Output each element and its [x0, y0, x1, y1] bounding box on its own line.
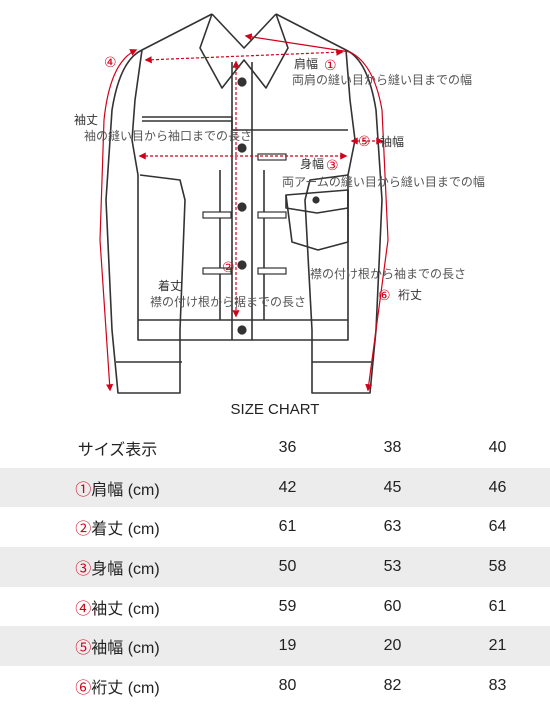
sleeve-width-marker: ⑤ — [358, 134, 371, 150]
table-cell: 50 — [235, 547, 340, 587]
table-row: ⑤袖幅 (cm) 19 20 21 — [0, 626, 550, 667]
sleeve-length-marker: ④ — [104, 55, 117, 71]
shoulder-title: 肩幅 — [294, 56, 318, 71]
yuki-desc: 襟の付け根から袖までの長さ — [310, 266, 466, 281]
table-cell: 20 — [340, 626, 445, 667]
table-row: ①肩幅 (cm) 42 45 46 — [0, 467, 550, 508]
measurement-lines — [99, 33, 389, 392]
chest-desc: 両アームの縫い目から縫い目までの幅 — [282, 174, 485, 189]
table-cell: 83 — [488, 676, 507, 694]
length-marker: ② — [222, 260, 235, 276]
sleeve-length-title: 袖丈 — [74, 112, 98, 127]
table-cell: 59 — [278, 597, 297, 615]
table-cell: 64 — [488, 518, 507, 536]
table-cell: 63 — [383, 518, 402, 536]
header-label: サイズ表示 — [77, 441, 158, 459]
size-chart-title: SIZE CHART — [230, 401, 320, 418]
sleeve-length-desc: 袖の縫い目から袖口までの長さ — [84, 128, 252, 143]
diagram-labels: 肩幅 ① 両肩の縫い目から縫い目までの幅 袖丈 ④ 袖の縫い目から袖口までの長さ… — [74, 55, 485, 309]
row-label: ②着丈 (cm) — [75, 521, 160, 539]
sleeve-width-title: 袖幅 — [380, 134, 404, 149]
jacket-measurement-diagram: 肩幅 ① 両肩の縫い目から縫い目までの幅 袖丈 ④ 袖の縫い目から袖口までの長さ… — [74, 13, 485, 394]
table-cell: 61 — [278, 518, 297, 536]
table-cell: 80 — [278, 676, 297, 694]
table-row: ②着丈 (cm) 61 63 64 — [0, 507, 550, 547]
header-size: 38 — [383, 438, 402, 456]
table-header-row: サイズ表示 36 38 40 — [0, 428, 550, 468]
table-row: ③身幅 (cm) 50 53 58 — [0, 547, 550, 587]
table-row: ⑥裄丈 (cm) 80 82 83 — [0, 666, 550, 706]
table-cell: 60 — [383, 597, 402, 615]
yuki-title: 裄丈 — [398, 288, 422, 302]
header-size: 36 — [278, 438, 297, 456]
chest-marker: ③ — [326, 158, 339, 174]
chest-title: 身幅 — [300, 156, 324, 171]
yuki-line — [244, 33, 389, 392]
table-cell: 53 — [340, 547, 445, 587]
table-cell: 19 — [235, 626, 340, 667]
table-cell: 58 — [445, 547, 550, 587]
row-label: ④袖丈 (cm) — [75, 600, 160, 618]
table-cell: 82 — [383, 676, 402, 694]
shoulder-marker: ① — [324, 58, 337, 74]
row-label: ⑤袖幅 (cm) — [0, 626, 235, 667]
yuki-marker: ⑥ — [378, 288, 391, 304]
table-cell: 42 — [235, 467, 340, 508]
table-cell: 21 — [445, 626, 550, 667]
table-cell: 61 — [488, 597, 507, 615]
shoulder-desc: 両肩の縫い目から縫い目までの幅 — [292, 72, 472, 87]
header-size: 40 — [488, 438, 507, 456]
table-cell: 46 — [445, 467, 550, 508]
shoulder-width-line — [144, 48, 344, 64]
row-label: ③身幅 (cm) — [0, 547, 235, 587]
length-desc: 襟の付け根から裾までの長さ — [150, 294, 306, 309]
size-chart-table: サイズ表示 36 38 40 ①肩幅 (cm) 42 45 46 ②着丈 (cm… — [0, 428, 550, 706]
sleeve-length-line — [99, 49, 138, 392]
length-title: 着丈 — [158, 278, 182, 293]
row-label: ①肩幅 (cm) — [0, 467, 235, 508]
table-row: ④袖丈 (cm) 59 60 61 — [0, 587, 550, 627]
table-cell: 45 — [340, 467, 445, 508]
row-label: ⑥裄丈 (cm) — [75, 679, 160, 697]
